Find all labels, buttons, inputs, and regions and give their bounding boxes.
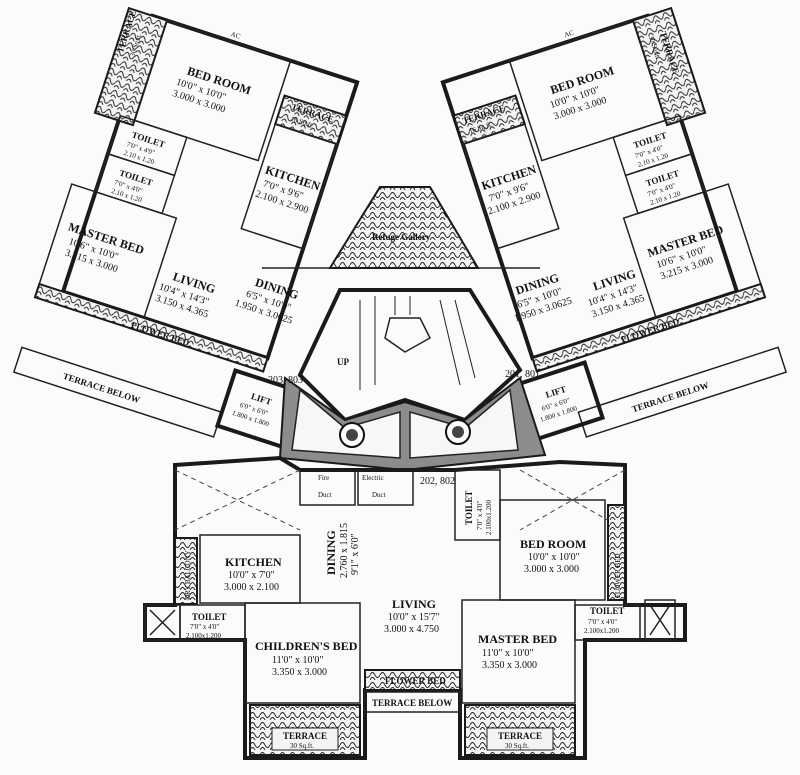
right-kitchen-room bbox=[461, 123, 560, 250]
bottom-flower-bed-label: FLOWER BED bbox=[385, 676, 446, 686]
stair-up-label: UP bbox=[337, 357, 349, 367]
bottom-toilet-v-imp: 7'0" x 4'0" bbox=[476, 501, 484, 530]
bottom-terrace-left-dim: 30 Sq.ft. bbox=[290, 742, 314, 750]
bottom-master-met: 3.350 x 3.000 bbox=[482, 660, 537, 671]
bottom-kitchen-met: 3.000 x 2.100 bbox=[224, 582, 279, 593]
unit-203-803-label: 203, 803 bbox=[268, 375, 303, 386]
left-kitchen-room bbox=[240, 123, 339, 250]
stair-line-4 bbox=[454, 299, 476, 379]
bottom-living-name: LIVING bbox=[392, 597, 436, 611]
bottom-bedroom-imp: 10'0" x 10'0" bbox=[528, 552, 580, 563]
electric-duct-label-2: Duct bbox=[372, 491, 386, 499]
bottom-living-imp: 10'0" x 15'7" bbox=[388, 612, 440, 623]
right-terrace-below: TERRACE BELOW bbox=[577, 346, 788, 438]
left-terrace-small bbox=[273, 94, 348, 146]
right-ac-label: AC bbox=[563, 29, 575, 40]
left-terrace-below: TERRACE BELOW bbox=[12, 346, 223, 438]
bottom-dining-name: DINING bbox=[324, 530, 338, 575]
unit-202-802-label: 202, 802 bbox=[420, 476, 455, 487]
left-wing: AC TERRACE 30 Sq.ft. TERRACE 16 Sq.ft. B… bbox=[33, 6, 360, 373]
lobby-right-medallion-core bbox=[452, 426, 464, 438]
electric-duct-label-1: Electric bbox=[362, 474, 384, 482]
fire-duct-label-1: Fire bbox=[318, 474, 329, 482]
bottom-toilet-v-met: 2.100x1.200 bbox=[485, 500, 493, 536]
bottom-toilet-right-shaft bbox=[644, 599, 676, 641]
lobby-left-panel bbox=[291, 388, 401, 459]
refuge-gallery-shape bbox=[328, 186, 480, 269]
bottom-unit: DRY BALCONY KITCHEN 10'0" x 7'0" 3.000 x… bbox=[143, 455, 687, 760]
dry-balcony bbox=[174, 537, 198, 605]
bottom-master-name: MASTER BED bbox=[478, 632, 557, 646]
bottom-terrace-right-plate bbox=[486, 727, 554, 751]
refuge-gallery-label: Refuge Gallery bbox=[372, 232, 431, 242]
unit-201-801-label: 201, 801 bbox=[505, 369, 540, 380]
bottom-terrace-right-dim: 30 Sq.ft. bbox=[505, 742, 529, 750]
bottom-living-met: 3.000 x 4.750 bbox=[384, 624, 439, 635]
stair-well bbox=[384, 317, 431, 353]
dry-balcony-label: DRY BALCONY bbox=[184, 550, 192, 600]
bottom-terrace-right-name: TERRACE bbox=[498, 731, 542, 741]
bottom-toilet-right-met: 2.100x1.200 bbox=[584, 627, 620, 635]
bottom-toilet-right-imp: 7'0" x 4'0" bbox=[588, 618, 617, 626]
lobby-left-medallion-core bbox=[346, 429, 358, 441]
bottom-kitchen-imp: 10'0" x 7'0" bbox=[228, 570, 275, 581]
bottom-children-imp: 11'0" x 10'0" bbox=[272, 655, 323, 666]
bottom-master-room bbox=[461, 599, 576, 704]
bottom-toilet-left-imp: 7'0" x 4'0" bbox=[190, 623, 219, 631]
right-terrace-top bbox=[631, 6, 707, 127]
bottom-toilet-left-name: TOILET bbox=[192, 612, 226, 622]
bottom-terrace-below-strip bbox=[364, 691, 461, 713]
bottom-toilet-left-met: 2.100x1.200 bbox=[186, 632, 222, 640]
bottom-dining-imp: 2.760 x 1.815 bbox=[339, 523, 350, 578]
bottom-terrace-left-name: TERRACE bbox=[283, 731, 327, 741]
lobby-right-panel bbox=[409, 388, 519, 459]
bottom-bedroom-name: BED ROOM bbox=[520, 537, 586, 551]
left-bedroom-room bbox=[133, 19, 292, 162]
bottom-master-imp: 11'0" x 10'0" bbox=[482, 648, 533, 659]
bottom-dining-met: 9'1" x 6'0" bbox=[350, 533, 361, 575]
bottom-flower-bed bbox=[364, 669, 461, 691]
bottom-flower-bed-v bbox=[607, 504, 626, 601]
right-wing: AC TERRACE 30 Sq.ft. TERRACE 16 Sq.ft. B… bbox=[440, 6, 767, 373]
bottom-children-name: CHILDREN'S BED bbox=[255, 639, 358, 653]
left-ac-label: AC bbox=[230, 30, 242, 41]
bottom-children-met: 3.350 x 3.000 bbox=[272, 667, 327, 678]
left-flower-bed bbox=[33, 282, 269, 373]
center-core: Refuge Gallery UP 203, 803 201, 801 Fire… bbox=[268, 186, 547, 506]
fire-duct-label-2: Duct bbox=[318, 491, 332, 499]
right-flower-bed bbox=[531, 282, 767, 373]
dash-4 bbox=[519, 469, 626, 531]
bottom-terrace-below-label: TERRACE BELOW bbox=[372, 698, 452, 708]
stair-line-3 bbox=[439, 299, 461, 386]
shaft-right-x2 bbox=[649, 604, 671, 636]
bottom-terrace-left-plate bbox=[271, 727, 339, 751]
bottom-children-room bbox=[244, 602, 361, 704]
bottom-toilet-v-name: TOILET bbox=[464, 491, 474, 525]
bottom-flower-bed-v-label: FLOWER BED bbox=[614, 553, 622, 598]
right-bedroom-room bbox=[508, 19, 667, 162]
shaft-left-x2 bbox=[149, 609, 176, 636]
bottom-bedroom-met: 3.000 x 3.000 bbox=[524, 564, 579, 575]
bottom-toilet-right-name: TOILET bbox=[590, 606, 624, 616]
bottom-kitchen-name: KITCHEN bbox=[225, 555, 282, 569]
